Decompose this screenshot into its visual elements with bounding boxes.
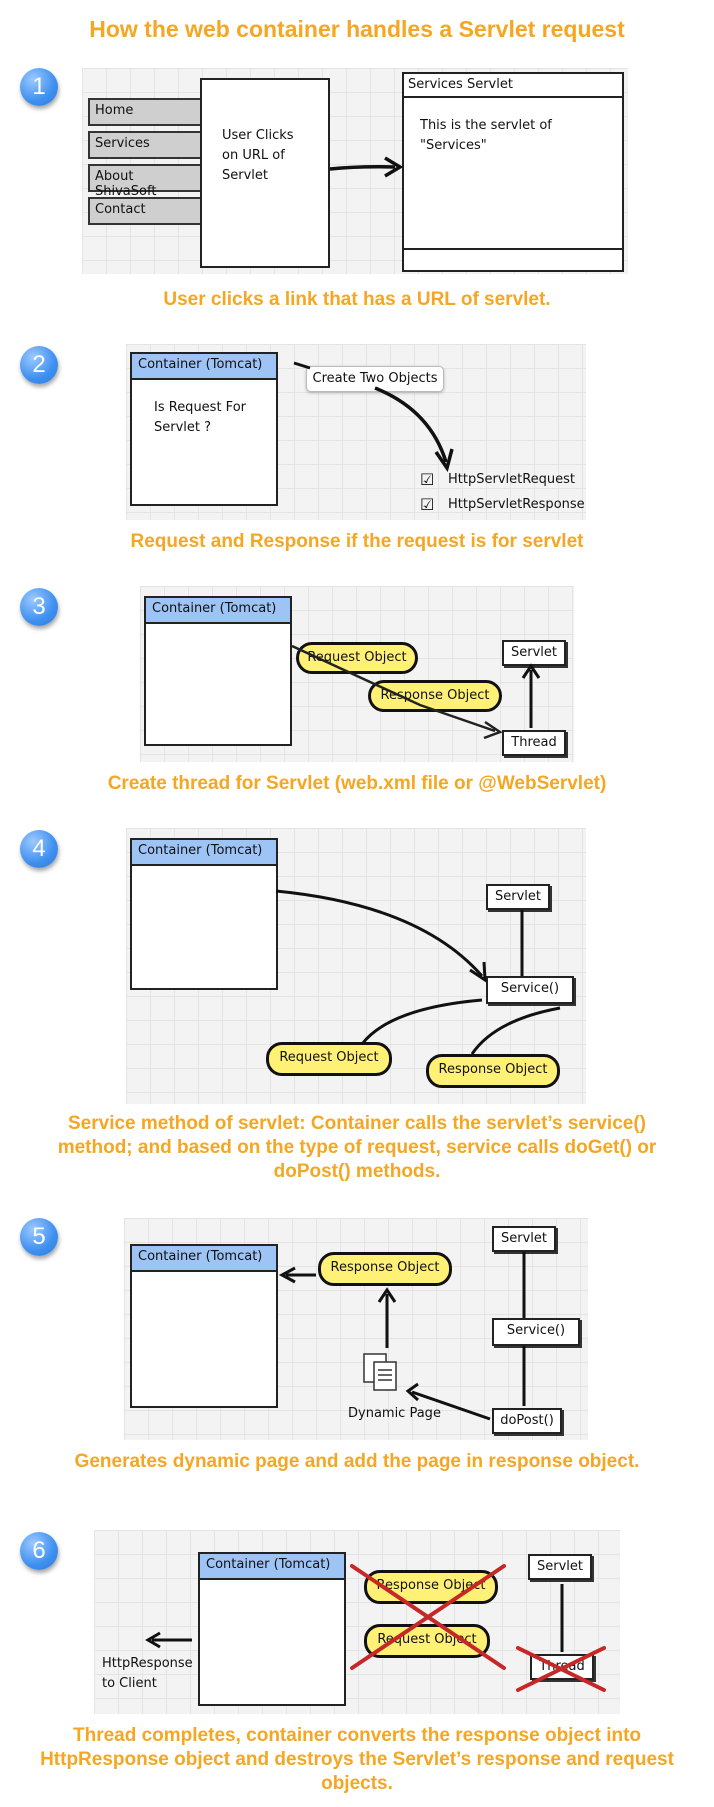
create-objects-bubble: Create Two Objects [306,366,444,392]
arrow-head [384,156,404,178]
line-to-thread [291,644,496,733]
container-header: Container (Tomcat) [144,596,292,624]
pointer-line [293,361,311,370]
window-text: This is the servlet of "Services" [420,118,552,153]
servlet-box: Servlet [486,884,550,910]
step-2-badge: 2 [20,346,58,384]
service-box: Service() [486,976,574,1004]
container-header: Container (Tomcat) [130,352,278,380]
container-to-service [275,889,484,977]
step-4-badge: 4 [20,830,58,868]
step-1-caption: User clicks a link that has a URL of ser… [163,289,551,310]
service-to-request [360,998,483,1045]
service-box: Service() [492,1318,580,1346]
container-header: Container (Tomcat) [198,1552,346,1580]
is-request-text: Is Request For Servlet ? [154,400,246,435]
documents-icon [363,1353,397,1391]
menu-item-home: Home [88,98,204,126]
browser-page-box: User Clicks on URL of Servlet [200,78,330,268]
arrow-head [278,1266,296,1284]
curved-arrow [374,386,448,463]
check-response: HttpServletResponse [448,497,585,512]
dynamic-page-label: Dynamic Page [348,1406,441,1421]
arrow-head [483,720,503,740]
check-icon: ☑ [420,495,435,514]
dopost-to-page [411,1390,491,1421]
arrow-head [145,1631,161,1649]
step-3-badge: 3 [20,588,58,626]
step-6-caption: Thread completes, container converts the… [40,1725,674,1794]
dopost-box: doPost() [492,1408,562,1434]
servlet-box: Servlet [528,1554,592,1580]
service-to-response [470,1006,561,1055]
check-request: HttpServletRequest [448,472,576,487]
step-3-caption: Create thread for Servlet (web.xml file … [107,773,607,794]
step-5-panel: Container (Tomcat) Response Object Servl… [124,1218,588,1440]
arrow-head [405,1382,420,1402]
step-2-panel: Container (Tomcat) Is Request For Servle… [126,344,586,520]
cross-out-objects [350,1564,506,1670]
menu-item-contact: Contact [88,197,204,225]
arrow-head [469,961,487,983]
window-title-bar [404,74,622,98]
services-servlet-window: Services Servlet This is the servlet of … [402,72,624,272]
request-object: Request Object [266,1042,392,1076]
window-footer [404,248,622,270]
response-object: Response Object [426,1054,560,1088]
window-title: Services Servlet [408,77,513,92]
step-5-caption: Generates dynamic page and add the page … [74,1451,640,1472]
arrow-head [434,448,454,473]
servlet-box: Servlet [492,1226,556,1252]
check-icon: ☑ [420,470,435,489]
arrow-to-servlet [329,165,396,171]
container-header: Container (Tomcat) [130,1244,278,1272]
arrow-head [377,1287,397,1303]
servlet-box: Servlet [502,640,566,666]
step-2-caption: Request and Response if the request is f… [130,531,584,552]
response-object: Response Object [318,1252,452,1286]
step-1-badge: 1 [20,68,58,106]
user-clicks-text: User Clicks on URL of Servlet [222,128,294,183]
cross-out-thread [516,1646,606,1692]
arrow-head [521,663,541,679]
http-response-label: HttpResponse to Client [102,1656,193,1691]
container-header: Container (Tomcat) [130,838,278,866]
step-5-badge: 5 [20,1218,58,1256]
thread-box: Thread [502,730,566,756]
step-1-panel: Home Services About ShivaSoft Contact Us… [82,68,628,274]
step-3-panel: Container (Tomcat) Request Object Respon… [140,586,574,762]
page-title: How the web container handles a Servlet … [89,16,625,42]
step-4-caption: Service method of servlet: Container cal… [57,1113,657,1182]
menu-item-services: Services [88,131,204,159]
step-6-badge: 6 [20,1532,58,1570]
menu-item-about: About ShivaSoft [88,164,204,199]
step-4-panel: Container (Tomcat) Servlet Service() Req… [126,828,586,1104]
